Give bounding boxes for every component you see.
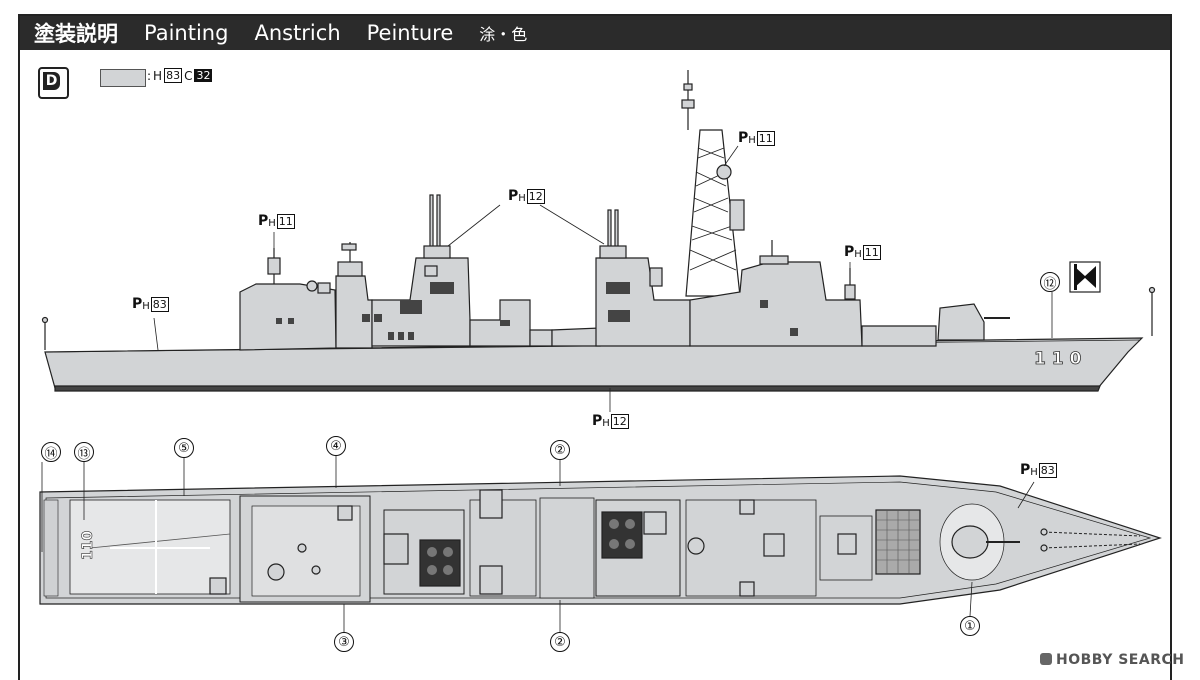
title-english: Painting	[144, 21, 229, 45]
top-leader-lines	[41, 456, 1035, 634]
h-code: 83	[164, 68, 183, 83]
part-number-13: ⑬	[74, 442, 94, 462]
part-number-2-bottom: ②	[550, 632, 570, 652]
watermark: HOBBY SEARCH	[1040, 652, 1184, 668]
part-number-12: ⑫	[1040, 272, 1060, 292]
part-number-3: ③	[334, 632, 354, 652]
part-number-5: ⑤	[174, 438, 194, 458]
color-swatch	[100, 69, 146, 87]
title-chinese: 涂・色	[479, 25, 528, 44]
c-code: 32	[194, 69, 213, 82]
part-number-14: ⑭	[41, 442, 61, 462]
title-french: Peinture	[366, 21, 454, 45]
top-view: 110	[39, 475, 1162, 605]
part-number-2-top: ②	[550, 440, 570, 460]
color-legend: : H 83 C 32	[147, 68, 213, 83]
title-japanese: 塗装説明	[34, 22, 118, 46]
hull-number: 1 1 0	[1034, 349, 1081, 369]
section-badge-letter: D	[43, 72, 60, 90]
part-number-4: ④	[326, 436, 346, 456]
header-bar: 塗装説明 Painting Anstrich Peinture 涂・色	[20, 16, 1170, 50]
hobby-search-logo-icon	[1040, 653, 1052, 665]
side-profile	[41, 70, 1156, 392]
side-leader-lines	[153, 145, 1053, 412]
svg-text:110: 110	[80, 531, 96, 560]
section-badge: D	[38, 67, 69, 99]
part-number-1: ①	[960, 616, 980, 636]
diagram-frame	[18, 14, 1172, 680]
title-german: Anstrich	[254, 21, 341, 45]
